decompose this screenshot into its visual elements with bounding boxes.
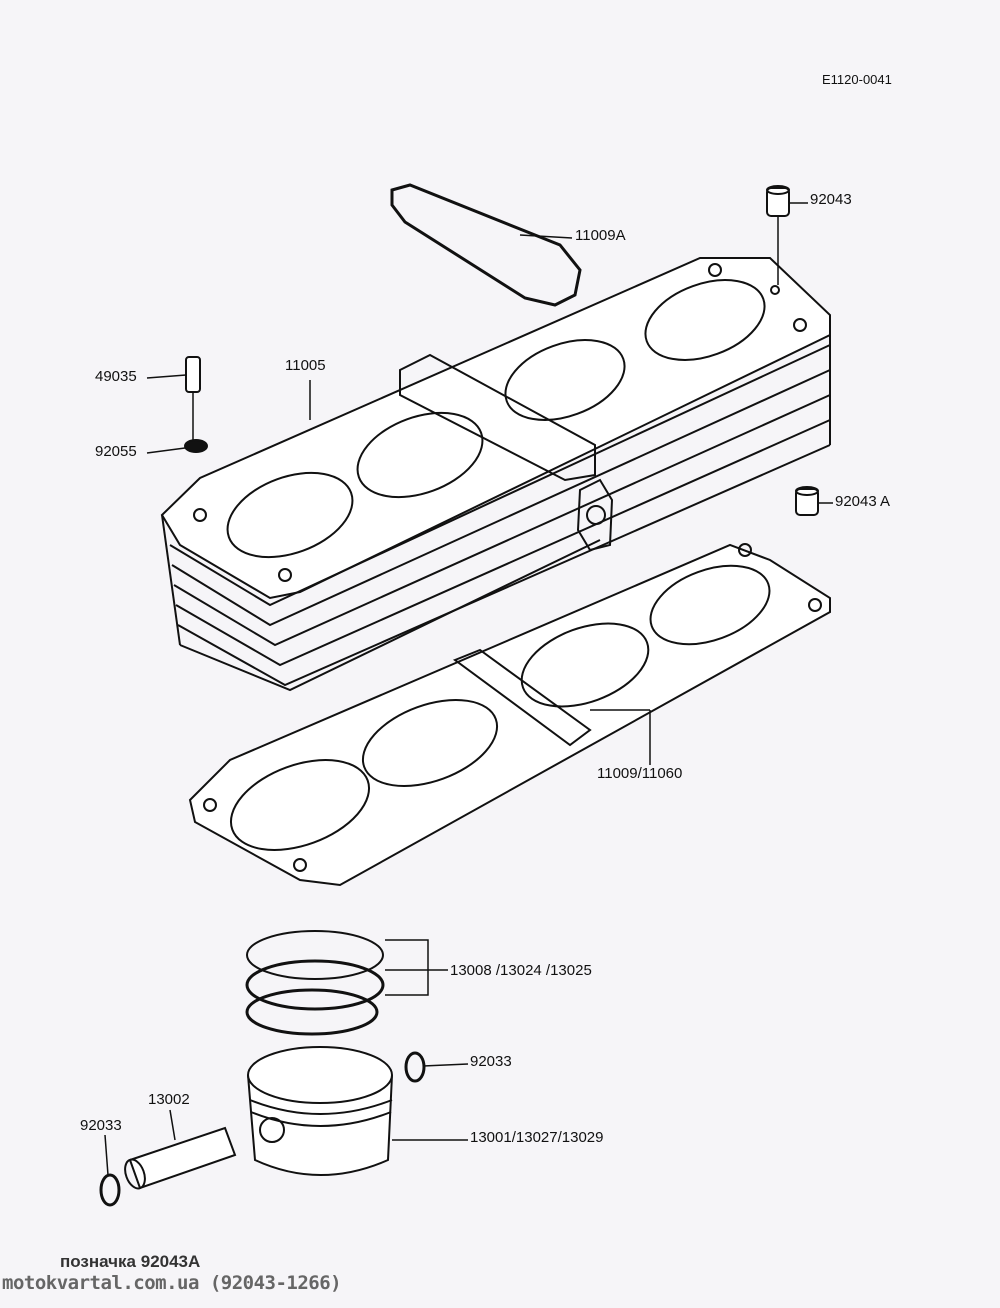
label-11005[interactable]: 11005 [285, 357, 326, 374]
label-92033-left[interactable]: 92033 [80, 1117, 122, 1134]
dowel-92043[interactable] [766, 185, 790, 217]
piston-13001[interactable] [247, 1046, 393, 1176]
piston-rings-13008[interactable] [245, 930, 385, 1036]
washer-92055[interactable] [184, 439, 208, 453]
base-gasket-11009[interactable] [188, 543, 831, 887]
diagram-code: E1120-0041 [822, 72, 892, 87]
circlip-92033-left[interactable] [99, 1173, 121, 1207]
leader-lines [104, 202, 833, 1176]
caption: позначка 92043A [60, 1252, 201, 1271]
label-92033-right[interactable]: 92033 [470, 1053, 512, 1070]
watermark: motokvartal.com.ua (92043-1266) [2, 1272, 342, 1294]
cylinder-block-11005[interactable] [160, 257, 831, 692]
circlip-92033-right[interactable] [404, 1051, 426, 1083]
label-92043a[interactable]: 92043 A [835, 493, 891, 510]
cover-gasket-11009a[interactable] [390, 183, 582, 307]
stud-49035[interactable] [185, 356, 201, 393]
label-11009-11060[interactable]: 11009/11060 [597, 765, 683, 782]
piston-pin-13002[interactable] [121, 1126, 237, 1191]
label-13002[interactable]: 13002 [148, 1091, 190, 1108]
label-92055[interactable]: 92055 [95, 443, 137, 460]
label-49035[interactable]: 49035 [95, 368, 137, 385]
dowel-92043a[interactable] [795, 486, 819, 516]
label-13008[interactable]: 13008 /13024 /13025 [450, 962, 592, 979]
label-13001[interactable]: 13001/13027/13029 [470, 1129, 604, 1146]
label-92043[interactable]: 92043 [810, 191, 852, 208]
label-11009a[interactable]: 11009A [575, 227, 626, 244]
